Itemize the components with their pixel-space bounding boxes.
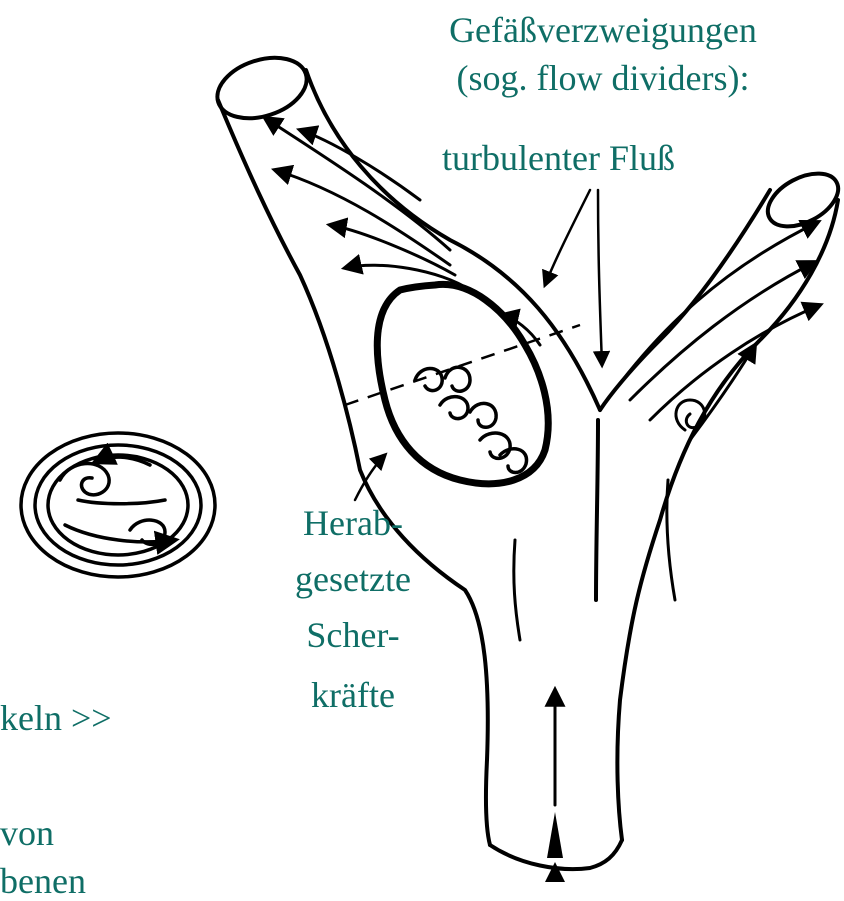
shear-line1: Herab- — [278, 505, 428, 541]
vortex-swirls — [415, 367, 527, 472]
turbulent-flow-label: turbulenter Fluß — [442, 140, 675, 176]
cut-text-line3: benen — [0, 863, 86, 899]
trunk-arrow-head — [547, 812, 563, 858]
flow-divider-heading-line1: Gefäßverzweigungen — [398, 12, 808, 48]
flow-arrows-right-branch — [615, 222, 820, 440]
cross-section-disc — [21, 433, 215, 577]
cut-text-line2: von — [0, 815, 54, 851]
shear-line4: kräfte — [278, 677, 428, 713]
shear-line3: Scher- — [278, 617, 428, 653]
shear-line2: gesetzte — [278, 561, 428, 597]
flow-divider-heading: Gefäßverzweigungen (sog. flow dividers): — [398, 12, 808, 96]
flow-divider-heading-line2: (sog. flow dividers): — [398, 60, 808, 96]
shear-forces-label: Herab- gesetzte Scher- kräfte — [278, 505, 428, 713]
cut-text-line1: keln >> — [0, 700, 112, 736]
